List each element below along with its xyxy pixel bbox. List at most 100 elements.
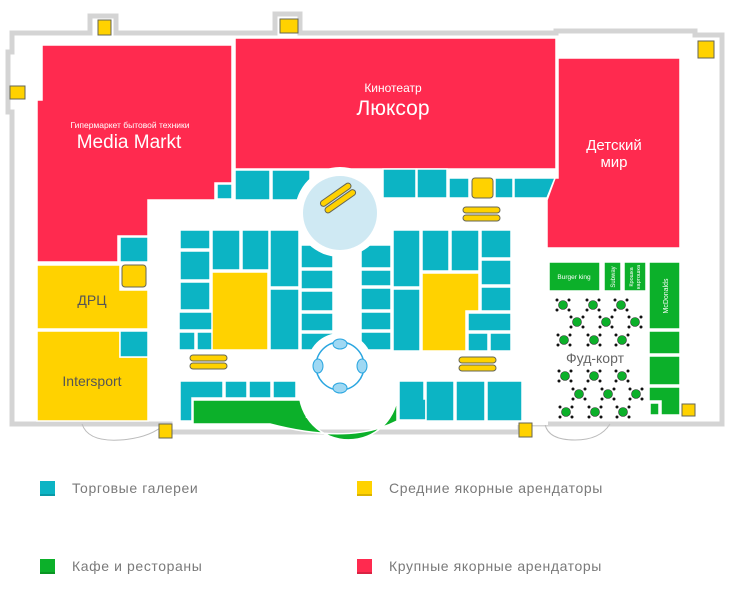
shop[interactable] [360,244,392,269]
store-cinema-luxor[interactable] [234,37,557,170]
shop[interactable] [486,380,523,422]
legend-swatch-red [357,558,372,574]
subway-label: Subway [611,266,617,287]
shop[interactable] [392,288,421,352]
fountain-petals [312,338,368,394]
shop[interactable] [179,229,211,250]
burger-king-label: Burger king [557,274,591,281]
store-subway[interactable] [603,261,622,292]
store-restaurant[interactable] [192,380,399,441]
shop[interactable] [467,332,489,352]
shop[interactable] [416,168,448,199]
food-court-tables [555,298,644,419]
shop[interactable] [360,269,392,287]
legend-label: Кафе и рестораны [72,558,203,574]
escalator-icon [189,206,501,372]
shop[interactable] [272,380,297,399]
table-icon [586,333,602,347]
shop[interactable] [119,236,149,263]
shop[interactable] [300,312,334,332]
table-icon [558,405,574,419]
shop[interactable] [455,380,486,422]
shop[interactable] [300,290,334,312]
table-icon [600,387,616,401]
store-burger-king[interactable] [548,261,601,292]
cafe[interactable] [648,355,681,386]
cafe[interactable] [649,402,660,416]
store-detsky-mir[interactable] [546,57,681,249]
shop[interactable] [360,311,392,331]
media-markt-subtitle: Гипермаркет бытовой техники [71,120,190,130]
legend-label: Крупные якорные арендаторы [389,558,602,574]
mcdonalds-label: McDonalds [663,278,670,314]
shop[interactable] [398,380,427,421]
shop[interactable] [178,331,196,351]
legend-item-medium-anchors: Средние якорные арендаторы [357,480,603,496]
store-drc[interactable] [36,264,149,330]
table-icon [555,298,571,312]
kroshka-label: картошка [636,264,642,289]
shop[interactable] [448,177,470,199]
table-icon [627,315,643,329]
store-mcdonalds[interactable] [648,261,681,330]
table-icon [613,298,629,312]
shop[interactable] [300,269,334,290]
shop[interactable] [494,177,514,199]
table-icon [614,333,630,347]
shop[interactable] [216,183,233,200]
shop[interactable] [450,229,480,272]
shop[interactable] [392,229,421,288]
shop[interactable] [467,312,512,332]
shop[interactable] [513,177,557,199]
floor-plan: Гипермаркет бытовой техники Media Markt … [5,11,725,441]
table-icon [586,369,602,383]
shop[interactable] [382,168,417,199]
legend-label: Торговые галереи [72,480,199,496]
shop[interactable] [421,229,450,272]
table-icon [614,369,630,383]
table-icon [628,387,644,401]
shop[interactable] [241,229,270,271]
food-court-label: Фуд-корт [566,350,625,366]
stairs-escalator-icon [9,18,715,439]
legend-swatch-green [40,558,55,574]
shop[interactable] [480,229,512,259]
store-kroshka-kartoshka[interactable] [623,261,647,292]
restaurant-label: Ресторан [305,406,362,421]
shop[interactable] [269,229,300,288]
shop[interactable] [179,380,224,422]
legend-swatch-yellow [357,480,372,496]
shop[interactable] [248,380,272,399]
store-media-markt[interactable] [36,44,233,263]
drc-label: ДРЦ [77,292,107,308]
shop[interactable] [224,380,248,399]
cinema-label: Люксор [356,97,429,120]
shop[interactable] [489,332,512,352]
media-markt-label: Media Markt [77,132,182,153]
detsky-mir-label: мир [600,154,627,171]
shop[interactable] [360,287,392,311]
store-medium-anchor[interactable] [211,271,269,351]
legend-label: Средние якорные арендаторы [389,480,603,496]
shop[interactable] [480,259,512,286]
shop[interactable] [269,288,300,351]
shop[interactable] [179,281,211,311]
entrance-arc [81,423,166,441]
table-icon [598,315,614,329]
store-medium-anchor[interactable] [421,272,480,352]
shop[interactable] [425,380,455,422]
kroshka-label: Крошка [629,266,635,286]
escalator-icon [319,182,357,214]
shop[interactable] [234,169,271,201]
shop[interactable] [179,250,211,281]
cinema-subtitle: Кинотеатр [364,81,422,95]
shop[interactable] [119,330,149,358]
elevator-icon [121,177,494,288]
shop[interactable] [211,229,241,271]
detsky-mir-label: Детский [586,137,642,154]
cafe[interactable] [648,330,681,355]
legend-item-large-anchors: Крупные якорные арендаторы [357,558,602,574]
cafe[interactable] [648,386,681,416]
table-icon [556,333,572,347]
shop[interactable] [480,286,512,312]
